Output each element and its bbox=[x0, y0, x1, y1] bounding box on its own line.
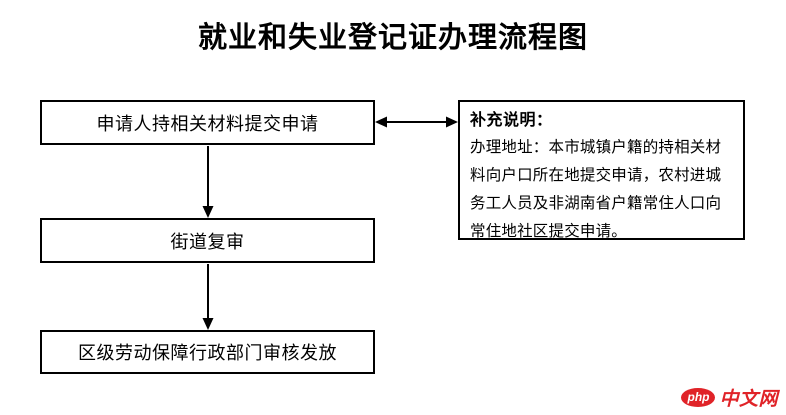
note-heading: 补充说明： bbox=[470, 112, 553, 129]
arrow-down-icon bbox=[202, 146, 214, 218]
double-arrow-icon bbox=[375, 116, 458, 128]
supplementary-note-box: 补充说明： 办理地址：本市城镇户籍的持相关材料向户口所在地提交申请，农村进城务工… bbox=[458, 100, 745, 240]
flow-step-submit-application: 申请人持相关材料提交申请 bbox=[40, 100, 375, 145]
php-logo-text: 中文网 bbox=[719, 389, 778, 410]
page-title: 就业和失业登记证办理流程图 bbox=[197, 22, 588, 54]
flow-step-label: 街道复审 bbox=[170, 231, 245, 252]
flow-step-street-review: 街道复审 bbox=[40, 218, 375, 263]
arrow-down-icon bbox=[202, 264, 214, 330]
php-cn-logo: php 中文网 bbox=[681, 384, 778, 411]
flow-step-label: 区级劳动保障行政部门审核发放 bbox=[78, 343, 337, 363]
flow-step-label: 申请人持相关材料提交申请 bbox=[96, 113, 319, 134]
php-logo-badge: php bbox=[681, 388, 716, 407]
flow-step-district-approval: 区级劳动保障行政部门审核发放 bbox=[40, 330, 375, 374]
note-body: 办理地址：本市城镇户籍的持相关材料向户口所在地提交申请，农村进城务工人员及非湖南… bbox=[470, 139, 722, 240]
